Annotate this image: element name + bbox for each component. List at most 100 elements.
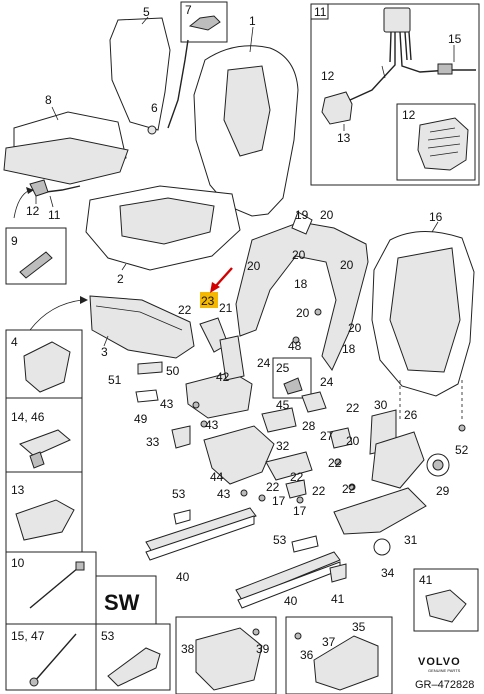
harness-connector	[383, 7, 411, 33]
part-13-bracket	[15, 499, 75, 541]
label-40-a: 40	[176, 570, 190, 584]
part-53-clip-a	[173, 509, 191, 525]
frame-bracket-18	[235, 221, 369, 371]
label-53-b: 53	[273, 533, 287, 547]
label-21: 21	[219, 301, 233, 315]
label-12-heater: 12	[26, 204, 40, 218]
leader-2	[121, 263, 127, 271]
label-36: 36	[300, 648, 314, 662]
inset-38	[175, 616, 277, 694]
label-22-a: 22	[178, 303, 192, 317]
bolt-20	[314, 308, 322, 316]
label-24-a: 24	[257, 356, 271, 370]
bracket-19	[291, 211, 313, 235]
backrest-cover: 1	[193, 14, 299, 217]
label-3: 3	[101, 345, 108, 359]
label-5: 5	[143, 5, 150, 19]
leader-11	[49, 195, 54, 208]
leader-14	[381, 65, 386, 79]
label-37: 37	[322, 635, 336, 649]
label-52: 52	[455, 443, 469, 457]
bolt-43a	[192, 401, 200, 409]
label-12-inset: 12	[321, 69, 335, 83]
label-17-a: 17	[272, 494, 286, 508]
seat-rails	[145, 507, 347, 609]
sub-inset-12	[396, 103, 476, 181]
highlight-23	[200, 267, 233, 308]
label-20-right: 20	[340, 258, 354, 272]
label-31: 31	[404, 533, 418, 547]
inset-number-frame	[310, 3, 329, 20]
bolt-17a	[258, 494, 266, 502]
label-22-b: 22	[346, 401, 360, 415]
harness-wire-a	[349, 32, 396, 101]
label-9: 9	[11, 234, 18, 248]
label-32: 32	[276, 439, 290, 453]
label-20-left: 20	[247, 259, 261, 273]
label-12-subinset: 12	[402, 108, 416, 122]
arrow-head-9	[26, 187, 34, 194]
frame-part-45	[261, 407, 297, 433]
leader-1	[249, 26, 254, 53]
label-14-46: 14, 46	[11, 410, 45, 424]
label-22-c: 22	[328, 456, 342, 470]
label-17-b: 17	[293, 504, 307, 518]
label-34: 34	[381, 566, 395, 580]
label-20-c: 20	[346, 434, 360, 448]
part-14-clip	[19, 429, 71, 457]
bolt-48	[292, 336, 300, 344]
label-50: 50	[166, 364, 180, 378]
label-15-47: 15, 47	[11, 629, 45, 643]
frame-part-44	[203, 425, 275, 485]
drawing-code: GR–472828	[415, 679, 474, 691]
label-26: 26	[404, 408, 418, 422]
harness-wire-b	[399, 31, 476, 73]
part-10-rod	[29, 567, 79, 609]
label-49: 49	[134, 412, 148, 426]
label-10: 10	[11, 556, 25, 570]
label-4: 4	[11, 335, 18, 349]
inset-38-frame	[175, 616, 277, 694]
arrow-head-4	[80, 296, 88, 304]
part-31-side-shield	[333, 487, 427, 535]
label-8: 8	[45, 93, 52, 107]
label-22-e: 22	[266, 480, 280, 494]
inset-box-11: 11 15 12 13 12	[310, 3, 480, 186]
label-23: 23	[201, 294, 215, 308]
label-11-box: 11	[314, 5, 327, 19]
label-22-f: 22	[312, 484, 326, 498]
part-41-shape	[425, 589, 467, 623]
label-13-inset: 13	[337, 131, 351, 145]
part-36-screw	[294, 632, 302, 640]
brand-logo: VOLVO	[418, 656, 461, 668]
part-22-clip	[285, 479, 307, 499]
leader-16	[431, 221, 439, 233]
part-5-pad: 5 6	[109, 5, 171, 135]
label-33: 33	[146, 435, 160, 449]
part-29-knob-center	[432, 459, 444, 471]
backrest-cover-panel	[223, 65, 271, 157]
label-15: 15	[448, 32, 462, 46]
inset-9: 9	[5, 227, 67, 285]
part-47-end	[29, 677, 39, 687]
label-38: 38	[181, 642, 195, 656]
extension-3-shape	[89, 295, 195, 359]
leader-3	[103, 335, 109, 347]
part-38-module	[195, 627, 263, 691]
rail-40-right	[235, 551, 341, 601]
inset-41: 41	[413, 568, 479, 632]
label-42: 42	[216, 370, 230, 384]
side-trim-parts	[333, 409, 450, 556]
module-12-small	[321, 91, 353, 125]
label-43-a: 43	[160, 397, 174, 411]
label-51: 51	[108, 373, 122, 387]
part-24-bracket	[301, 391, 327, 413]
part-7-connector: 7	[167, 1, 228, 129]
bolt-43b	[200, 420, 208, 428]
label-53-box: 53	[101, 629, 115, 643]
label-1: 1	[249, 14, 256, 28]
part-8-heater: 8 12 11	[3, 93, 129, 222]
arrow-to-4	[29, 299, 83, 331]
label-29: 29	[436, 484, 450, 498]
label-22-g: 22	[342, 482, 356, 496]
